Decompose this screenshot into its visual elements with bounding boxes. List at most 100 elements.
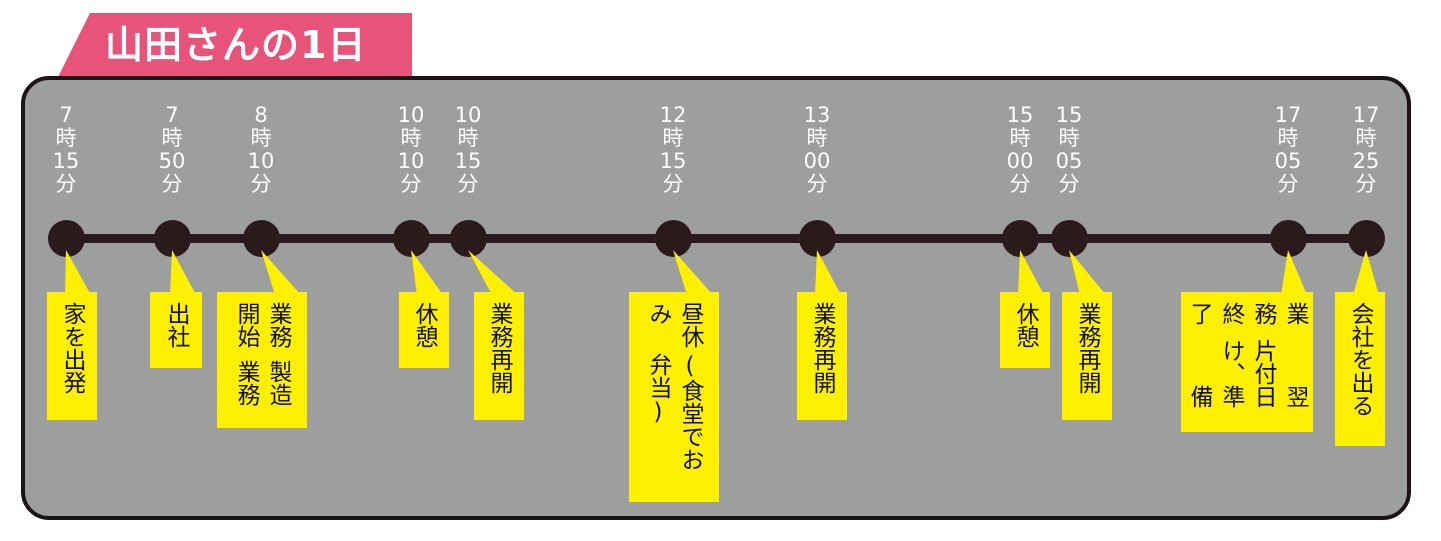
event-label: 業務開始製造業務 (217, 292, 307, 428)
time-part: 15 (1006, 103, 1034, 127)
time-part: 時 (161, 126, 183, 150)
event-label: 業務終了片付け、翌日準備 (1181, 292, 1313, 432)
timeline-dot (1348, 220, 1385, 257)
time-part: 15 (52, 149, 80, 173)
time-part: 分 (1009, 172, 1031, 196)
event-label-line: 業務開始 (233, 302, 291, 348)
event-label-line: (食堂でお弁当) (645, 352, 703, 471)
event-label-line: 会社を出る (1347, 302, 1373, 417)
time-part: 時 (1355, 126, 1377, 150)
time-part: 10 (454, 103, 482, 127)
event-label: 会社を出る (1335, 292, 1385, 446)
event-label-line: 家を出発 (59, 302, 85, 394)
time-part: 時 (1009, 126, 1031, 150)
timeline-dot (1002, 220, 1039, 257)
time-part: 13 (803, 103, 831, 127)
event-label-line: 業務再開 (486, 302, 512, 394)
event-label: 家を出発 (47, 292, 97, 420)
time-part: 時 (1277, 126, 1299, 150)
time-part: 00 (1006, 149, 1034, 173)
event-label-line: 業務再開 (809, 302, 835, 394)
event-label-line: 休憩 (1012, 302, 1038, 348)
time-part: 時 (806, 126, 828, 150)
time-part: 時 (1058, 126, 1080, 150)
timeline-dot (1270, 220, 1307, 257)
time-part: 25 (1352, 149, 1380, 173)
time-part: 分 (1058, 172, 1080, 196)
timeline-dot (799, 220, 836, 257)
event-label-line: 業務再開 (1074, 302, 1100, 394)
time-part: 分 (161, 172, 183, 196)
time-part: 15 (1055, 103, 1083, 127)
time-part: 分 (806, 172, 828, 196)
time-part: 時 (457, 126, 479, 150)
timeline-dot (154, 220, 191, 257)
time-part: 10 (397, 103, 425, 127)
time-part: 分 (1355, 172, 1377, 196)
time-part: 分 (250, 172, 272, 196)
time-part: 時 (400, 126, 422, 150)
time-part: 7 (165, 103, 179, 127)
time-part: 分 (457, 172, 479, 196)
event-label: 業務再開 (474, 292, 524, 420)
time-part: 10 (247, 149, 275, 173)
title-tab (58, 13, 412, 77)
time-part: 時 (250, 126, 272, 150)
time-part: 00 (803, 149, 831, 173)
event-label-line: 休憩 (411, 302, 437, 348)
event-label-line: 片付け、 (1218, 339, 1276, 385)
event-label-line: 製造業務 (233, 360, 291, 406)
time-part: 10 (397, 149, 425, 173)
time-part: 15 (454, 149, 482, 173)
event-label: 休憩 (399, 292, 449, 368)
event-label: 業務再開 (797, 292, 847, 420)
time-part: 分 (1277, 172, 1299, 196)
event-label: 出社 (150, 292, 202, 368)
time-part: 7 (59, 103, 73, 127)
time-part: 8 (254, 103, 268, 127)
time-part: 分 (400, 172, 422, 196)
event-label-line: 出社 (163, 302, 189, 348)
event-label-line: 昼休み (645, 302, 703, 348)
time-part: 17 (1352, 103, 1380, 127)
time-part: 05 (1055, 149, 1083, 173)
event-label: 休憩 (1000, 292, 1050, 368)
time-part: 時 (55, 126, 77, 150)
event-label: 昼休み(食堂でお弁当) (629, 292, 719, 502)
time-part: 15 (659, 149, 687, 173)
time-part: 12 (659, 103, 687, 127)
event-label-line: 翌日準備 (1186, 385, 1308, 408)
time-part: 05 (1274, 149, 1302, 173)
timeline-line (66, 234, 1368, 243)
time-part: 50 (158, 149, 186, 173)
time-part: 分 (662, 172, 684, 196)
page-title: 山田さんの1日 (105, 23, 367, 67)
time-part: 時 (662, 126, 684, 150)
time-part: 17 (1274, 103, 1302, 127)
event-label-line: 業務終了 (1186, 302, 1308, 325)
timeline-dot (48, 220, 85, 257)
event-label: 業務再開 (1062, 292, 1112, 420)
